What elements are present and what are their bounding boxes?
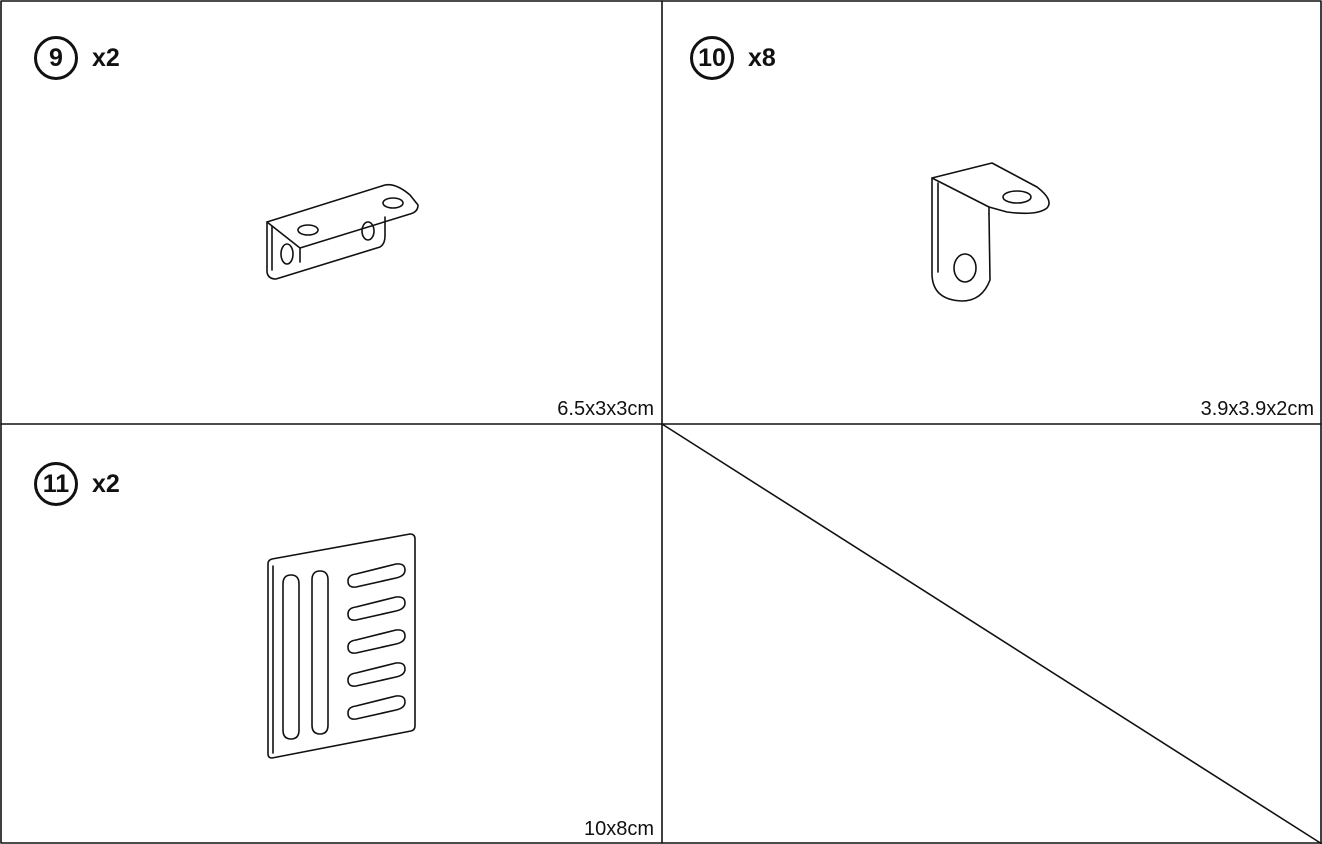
l-bracket-two-hole-icon	[266, 183, 419, 280]
part-cell-11: 11 x2 10x8cm	[0, 424, 662, 844]
part-header: 9 x2	[34, 36, 120, 80]
part-dimensions: 3.9x3.9x2cm	[1200, 398, 1314, 420]
empty-cell	[661, 423, 1322, 844]
part-number-badge: 11	[34, 462, 78, 506]
part-number-badge: 9	[34, 36, 78, 80]
part-quantity: x2	[92, 43, 120, 72]
part-quantity: x8	[748, 43, 776, 72]
part-number-badge: 10	[690, 36, 734, 80]
slotted-plate-icon	[267, 533, 416, 759]
part-cell-9: 9 x2 6.5x3x3cm	[0, 0, 662, 424]
part-dimensions: 6.5x3x3cm	[557, 398, 654, 420]
small-angle-bracket-icon	[931, 162, 1050, 302]
part-dimensions: 10x8cm	[583, 818, 654, 840]
part-quantity: x2	[92, 469, 120, 498]
part-header: 11 x2	[34, 462, 120, 506]
part-header: 10 x8	[690, 36, 776, 80]
part-cell-10: 10 x8 3.9x3.9x2cm	[662, 0, 1322, 424]
diagonal-line-icon	[661, 423, 1322, 844]
